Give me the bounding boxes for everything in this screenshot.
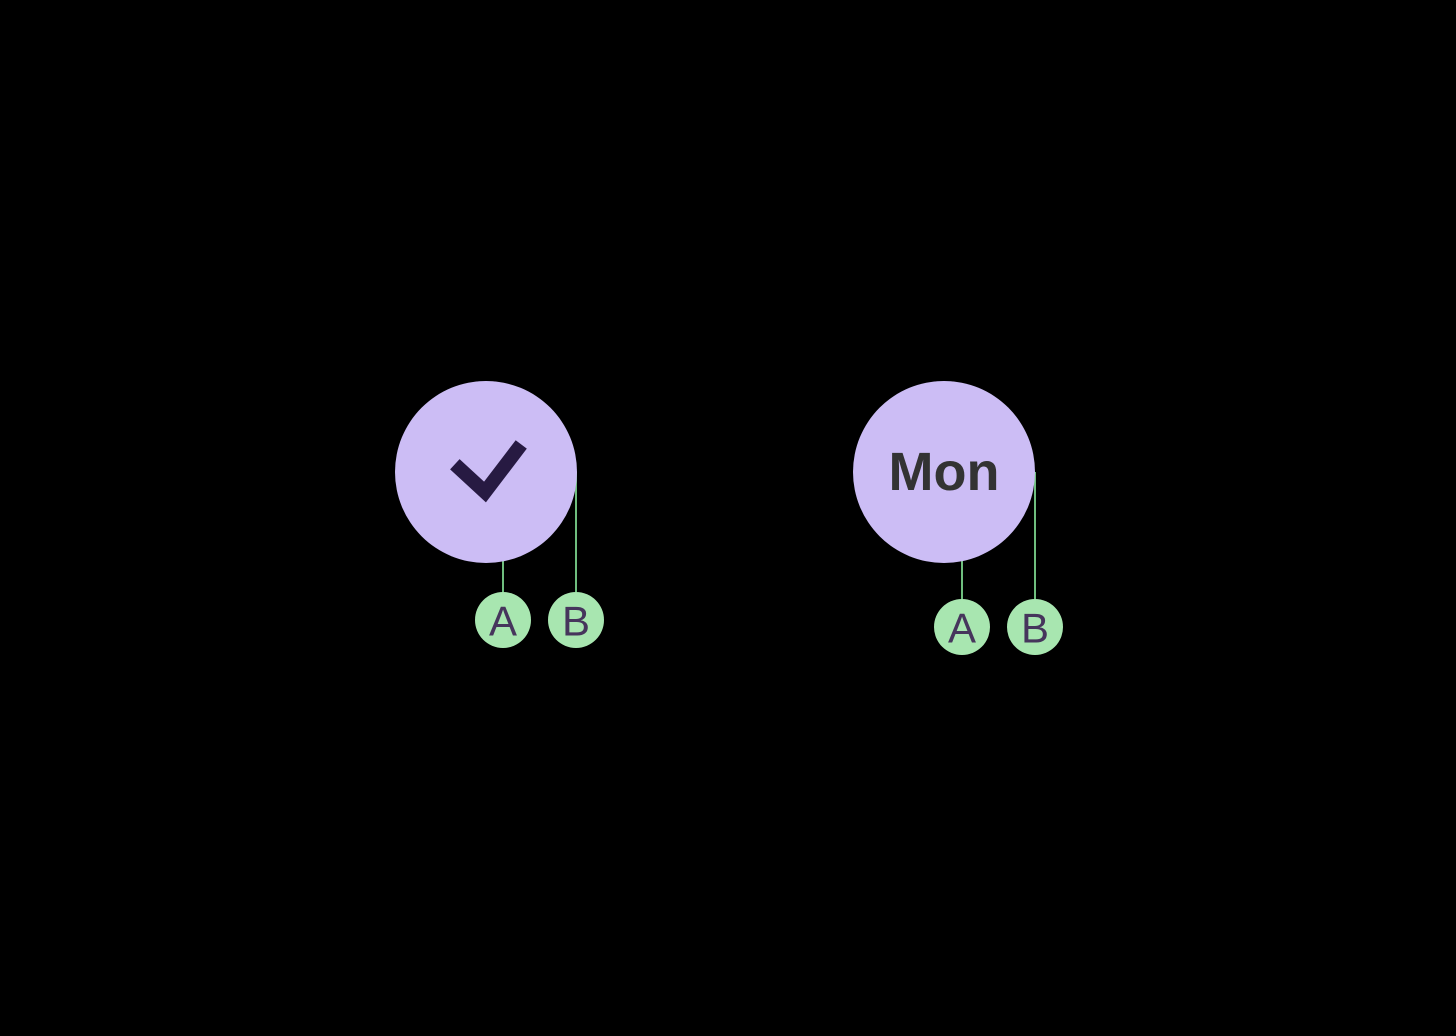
mon-node[interactable] bbox=[853, 381, 1035, 563]
group-check: A B bbox=[395, 381, 604, 648]
checkmark-node[interactable] bbox=[395, 381, 577, 563]
node-a[interactable] bbox=[934, 599, 990, 655]
node-b-label: B bbox=[1021, 605, 1049, 652]
node-b-label: B bbox=[562, 598, 590, 645]
check-icon bbox=[450, 440, 527, 503]
node-a[interactable] bbox=[475, 592, 531, 648]
group-mon: Mon A B bbox=[853, 381, 1063, 655]
node-a-label: A bbox=[948, 605, 976, 652]
node-b[interactable] bbox=[548, 592, 604, 648]
node-a-label: A bbox=[489, 598, 517, 645]
node-b[interactable] bbox=[1007, 599, 1063, 655]
mon-node-label: Mon bbox=[889, 442, 1000, 502]
